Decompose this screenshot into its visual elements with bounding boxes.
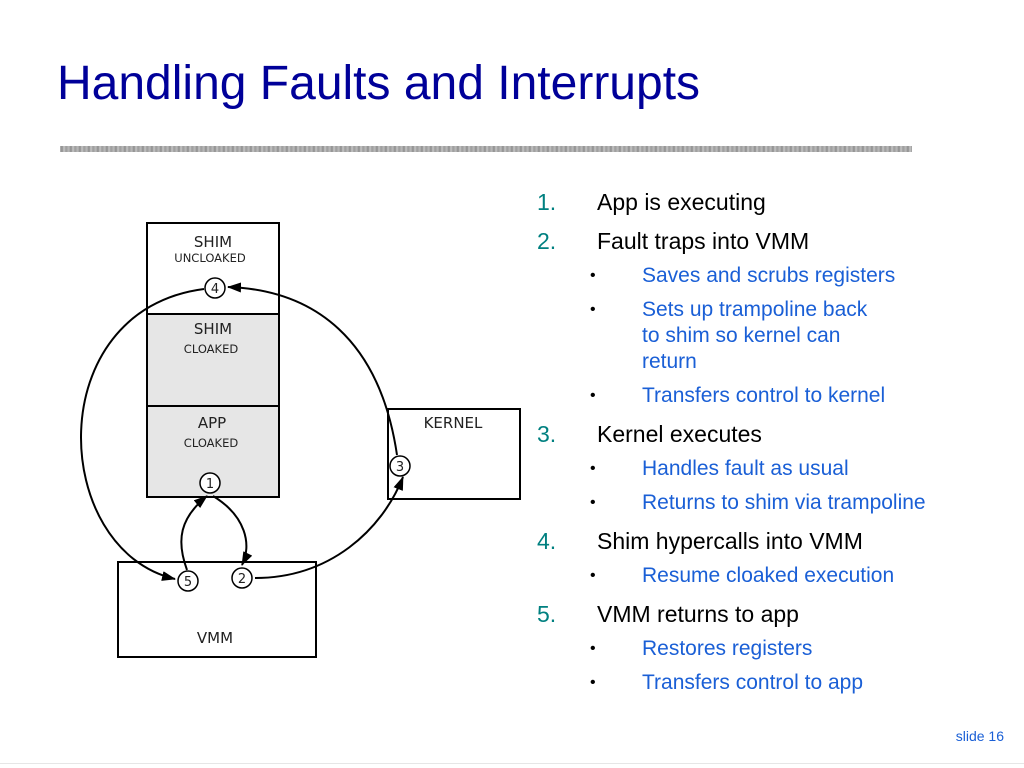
- shim-uncloaked-subtitle: UNCLOAKED: [174, 251, 246, 265]
- sub-bullet: • Returns to shim via trampoline: [537, 490, 1017, 516]
- step-text: Kernel executes: [597, 421, 762, 447]
- step-text: Shim hypercalls into VMM: [597, 528, 863, 554]
- step-2-marker: 2: [231, 567, 253, 589]
- step-number: 5.: [537, 601, 557, 627]
- sub-bullet-text: Transfers control to kernel: [642, 384, 886, 407]
- sub-bullet-text: Handles fault as usual: [642, 457, 849, 480]
- arrow-kernel-to-shim: [227, 282, 398, 456]
- sub-bullet-text: Saves and scrubs registers: [642, 264, 896, 287]
- step-text: Fault traps into VMM: [597, 228, 810, 254]
- step-3-label: 3: [396, 460, 404, 475]
- sub-bullet: • Saves and scrubs registers: [537, 263, 1017, 289]
- shim-uncloaked-box: [146, 222, 280, 315]
- bullet-icon: •: [590, 460, 596, 477]
- step-text: App is executing: [597, 189, 766, 215]
- shim-cloaked-title: SHIM: [194, 320, 232, 338]
- title-divider: [60, 146, 912, 152]
- step-item-1: 1. App is executing: [537, 188, 1017, 216]
- footer-line: [0, 763, 1024, 764]
- app-title: APP: [198, 414, 226, 432]
- vmm-label: VMM: [197, 629, 233, 647]
- step-1-marker: 1: [199, 472, 221, 494]
- bullet-icon: •: [590, 674, 596, 691]
- bullet-icon: •: [590, 267, 596, 284]
- bullet-icon: •: [590, 494, 596, 511]
- step-text: VMM returns to app: [597, 601, 799, 627]
- sub-bullet-text: Restores registers: [642, 637, 813, 660]
- arrow-app-to-vmm: [212, 495, 253, 566]
- bullet-icon: •: [590, 301, 596, 318]
- step-5-label: 5: [184, 575, 192, 590]
- step-number: 2.: [537, 228, 557, 254]
- step-number: 4.: [537, 528, 557, 554]
- step-number: 1.: [537, 189, 557, 215]
- step-1-label: 1: [206, 477, 214, 492]
- shim-cloaked-box: [146, 313, 280, 407]
- step-5-marker: 5: [177, 570, 199, 592]
- shim-cloaked-subtitle: CLOAKED: [184, 342, 239, 356]
- step-item-4: 4. Shim hypercalls into VMM: [537, 527, 1017, 555]
- sub-bullet: • Sets up trampoline back to shim so kern…: [537, 297, 877, 375]
- app-subtitle: CLOAKED: [184, 436, 239, 450]
- step-item-3: 3. Kernel executes: [537, 420, 1017, 448]
- step-4-label: 4: [211, 282, 219, 297]
- sub-bullet-text: Transfers control to app: [642, 671, 863, 694]
- steps-list: 1. App is executing 2. Fault traps into …: [537, 188, 1017, 707]
- slide-number: slide 16: [955, 728, 1004, 744]
- step-item-2: 2. Fault traps into VMM: [537, 227, 1017, 255]
- bullet-icon: •: [590, 640, 596, 657]
- bullet-icon: •: [590, 387, 596, 404]
- shim-uncloaked-title: SHIM: [194, 233, 232, 251]
- bullet-icon: •: [590, 567, 596, 584]
- sub-bullet: • Handles fault as usual: [537, 456, 1017, 482]
- kernel-label: KERNEL: [424, 414, 483, 432]
- step-2-label: 2: [238, 572, 246, 587]
- arrow-vmm-to-app: [180, 495, 208, 571]
- step-3-marker: 3: [389, 455, 411, 477]
- vmm-box: [117, 561, 317, 658]
- sub-bullet: • Transfers control to kernel: [537, 383, 1017, 409]
- slide-title: Handling Faults and Interrupts: [57, 57, 701, 110]
- sub-bullet-text: Resume cloaked execution: [642, 564, 895, 587]
- arrow-vmm-to-kernel: [254, 476, 404, 579]
- sub-bullet: • Restores registers: [537, 636, 1017, 662]
- arrow-shim-to-vmm: [80, 288, 205, 581]
- kernel-box: [387, 408, 521, 500]
- step-item-5: 5. VMM returns to app: [537, 600, 1017, 628]
- sub-bullet: • Transfers control to app: [537, 670, 1017, 696]
- sub-bullet-text: Returns to shim via trampoline: [642, 491, 926, 514]
- sub-bullet-text: Sets up trampoline back to shim so kerne…: [642, 298, 868, 373]
- sub-bullet: • Resume cloaked execution: [537, 563, 1017, 589]
- step-4-marker: 4: [204, 277, 226, 299]
- step-number: 3.: [537, 421, 557, 447]
